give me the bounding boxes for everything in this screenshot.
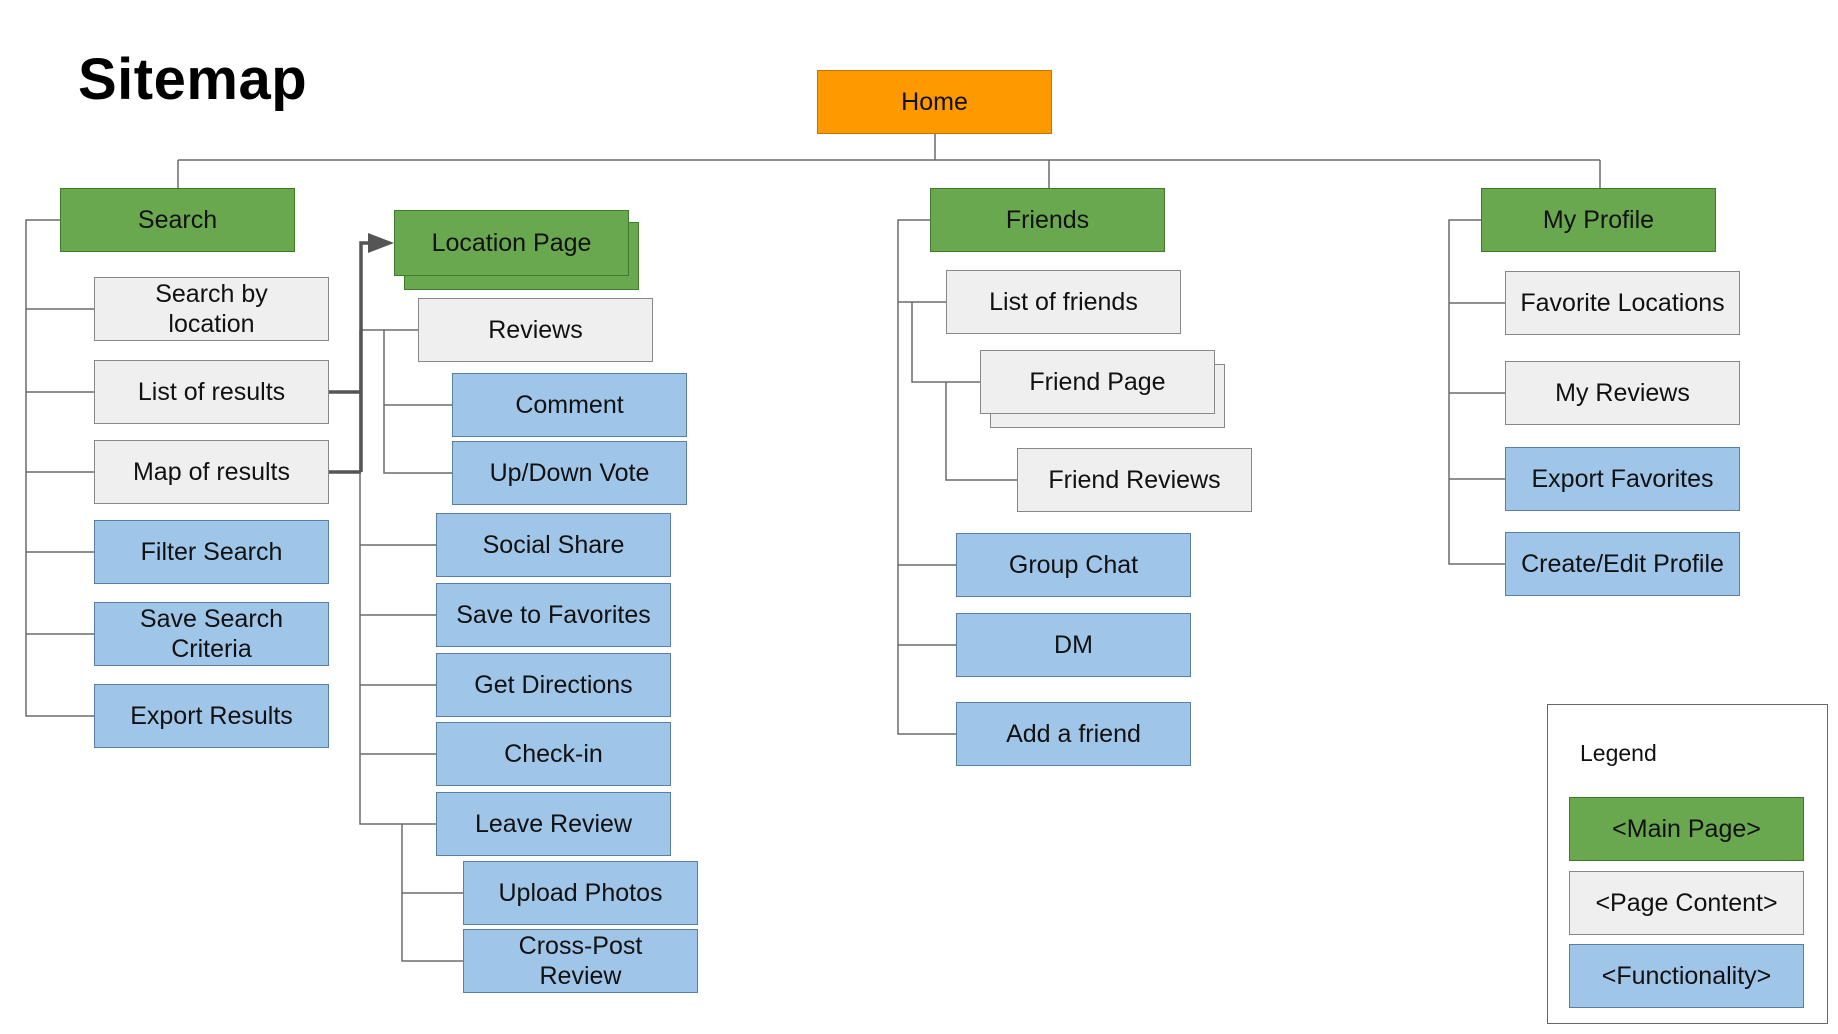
node-group-chat: Group Chat bbox=[956, 533, 1191, 597]
legend-page-content: <Page Content> bbox=[1569, 871, 1804, 935]
node-home: Home bbox=[817, 70, 1052, 134]
node-up-down-vote: Up/Down Vote bbox=[452, 441, 687, 505]
node-save-search-criteria: Save Search Criteria bbox=[94, 602, 329, 666]
node-search: Search bbox=[60, 188, 295, 252]
legend-title: Legend bbox=[1580, 740, 1657, 766]
node-filter-search: Filter Search bbox=[94, 520, 329, 584]
node-my-reviews: My Reviews bbox=[1505, 361, 1740, 425]
node-export-results: Export Results bbox=[94, 684, 329, 748]
node-reviews: Reviews bbox=[418, 298, 653, 362]
connector-friend-page-spine bbox=[911, 302, 980, 383]
page-title: Sitemap bbox=[78, 47, 308, 112]
node-favorite-locations: Favorite Locations bbox=[1505, 271, 1740, 335]
node-add-a-friend: Add a friend bbox=[956, 702, 1191, 766]
node-dm: DM bbox=[956, 613, 1191, 677]
node-friend-page: Friend Page bbox=[980, 350, 1215, 414]
node-save-to-favorites: Save to Favorites bbox=[436, 583, 671, 647]
connector-leave-review-sub-spine bbox=[401, 824, 463, 962]
node-search-by-location: Search by location bbox=[94, 277, 329, 341]
node-list-of-friends: List of friends bbox=[946, 270, 1181, 334]
node-map-of-results: Map of results bbox=[94, 440, 329, 504]
legend-main-page: <Main Page> bbox=[1569, 797, 1804, 861]
node-my-profile: My Profile bbox=[1481, 188, 1716, 252]
arrow-head-location bbox=[368, 233, 394, 253]
node-location-page: Location Page bbox=[394, 210, 629, 276]
node-get-directions: Get Directions bbox=[436, 653, 671, 717]
connector-friends-spine bbox=[897, 219, 956, 735]
connector-profile-spine bbox=[1448, 219, 1505, 565]
node-cross-post-review: Cross-Post Review bbox=[463, 929, 698, 993]
node-check-in: Check-in bbox=[436, 722, 671, 786]
legend-functionality: <Functionality> bbox=[1569, 944, 1804, 1008]
node-friend-reviews: Friend Reviews bbox=[1017, 448, 1252, 512]
node-leave-review: Leave Review bbox=[436, 792, 671, 856]
connector-reviews-sub-spine bbox=[383, 330, 452, 474]
node-export-favorites: Export Favorites bbox=[1505, 447, 1740, 511]
node-upload-photos: Upload Photos bbox=[463, 861, 698, 925]
node-social-share: Social Share bbox=[436, 513, 671, 577]
connector-location-spine bbox=[359, 330, 436, 825]
connector-friend-reviews bbox=[945, 382, 1017, 481]
arrow-location-trunk bbox=[359, 241, 372, 472]
node-list-of-results: List of results bbox=[94, 360, 329, 424]
connector-search-spine bbox=[25, 219, 94, 717]
node-friends: Friends bbox=[930, 188, 1165, 252]
node-comment: Comment bbox=[452, 373, 687, 437]
node-create-edit-profile: Create/Edit Profile bbox=[1505, 532, 1740, 596]
